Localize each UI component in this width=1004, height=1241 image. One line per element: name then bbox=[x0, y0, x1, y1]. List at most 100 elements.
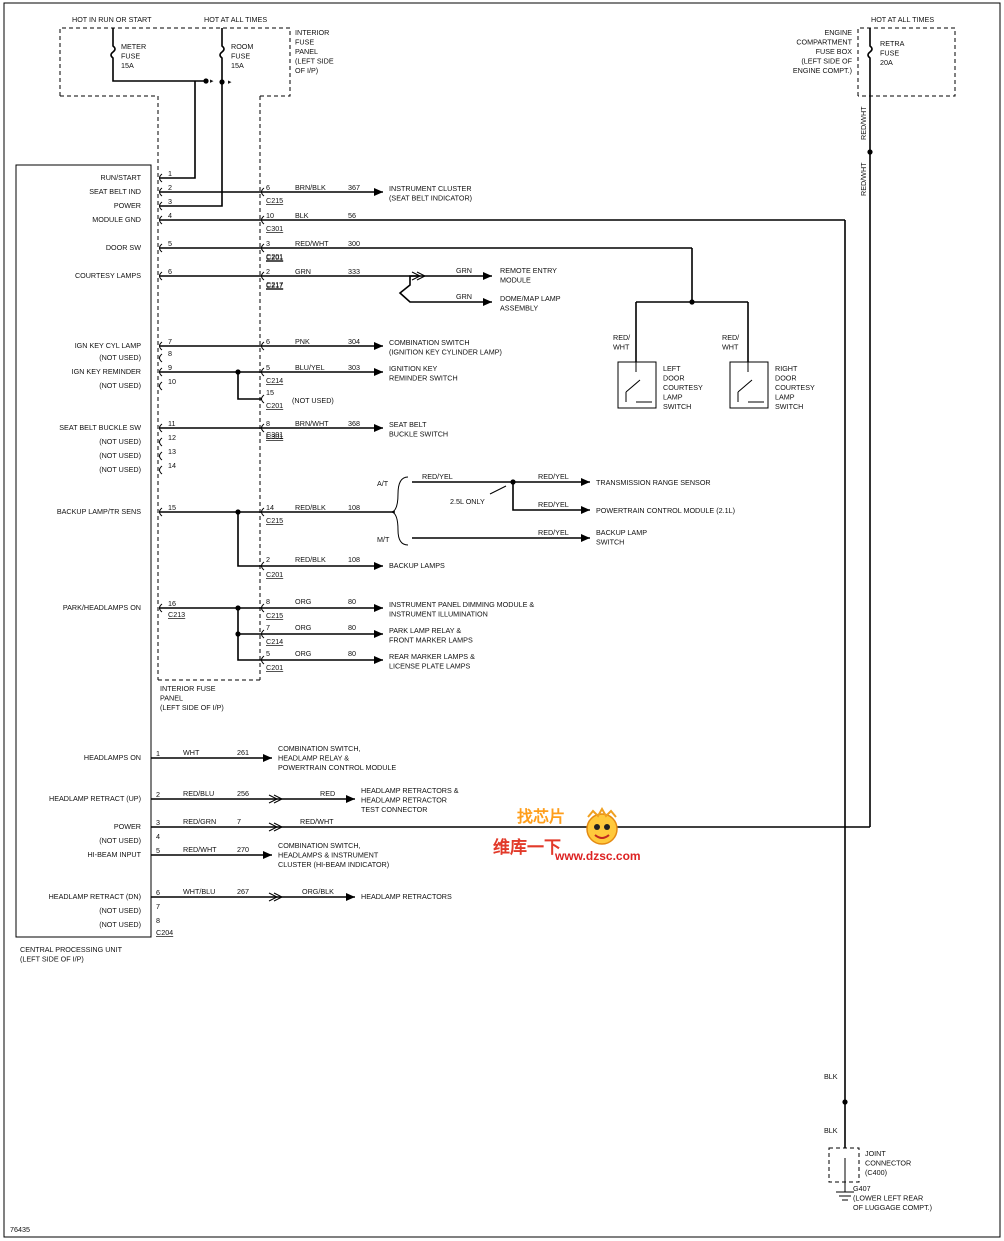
power-wire bbox=[160, 82, 223, 207]
connector-double-arrow-icon bbox=[268, 892, 279, 902]
headlamps-on-destination: HEADLAMP RELAY & bbox=[278, 754, 349, 763]
right-door-switch-label: LAMP bbox=[775, 393, 795, 402]
cpu-pin-name-4: MODULE GND bbox=[92, 215, 141, 224]
circuit-number-label: 256 bbox=[237, 789, 249, 798]
wire-color-label: ORG bbox=[295, 623, 312, 632]
circuit-number-label: 80 bbox=[348, 649, 356, 658]
cpu-pin-name-5: DOOR SW bbox=[106, 243, 141, 252]
wire-color-label: RED/WHT bbox=[300, 817, 334, 826]
wire-color-label: RED/BLK bbox=[295, 503, 326, 512]
wire-color-label: RED/YEL bbox=[422, 472, 453, 481]
arrow-icon bbox=[374, 368, 383, 376]
connector-pin-icon bbox=[261, 423, 265, 433]
hot-at-all-times-label: HOT AT ALL TIMES bbox=[204, 15, 267, 24]
cpu-pin-name-9: IGN KEY REMINDER bbox=[72, 367, 141, 376]
engine-hot-at-all-times-label: HOT AT ALL TIMES bbox=[871, 15, 934, 24]
arrow-icon bbox=[374, 188, 383, 196]
ign-reminder-branch bbox=[237, 372, 262, 400]
retra-fuse-icon bbox=[867, 40, 873, 70]
cpu-lower-pin-number-7: 7 bbox=[156, 902, 160, 911]
park-lamp-destination-label: INSTRUMENT PANEL DIMMING MODULE & bbox=[389, 600, 534, 609]
right-door-wire-color: RED/ bbox=[722, 333, 739, 342]
left-door-switch-label: LAMP bbox=[663, 393, 683, 402]
connector-id-label: C204 bbox=[156, 928, 173, 937]
circuit-number-label: 80 bbox=[348, 597, 356, 606]
room-fuse-icon bbox=[219, 40, 225, 70]
engine-fuse-box-label: (LEFT SIDE OF bbox=[801, 57, 852, 66]
headlamp-retract-up-destination: HEADLAMP RETRACTORS & bbox=[361, 786, 459, 795]
hi-beam-destination: COMBINATION SWITCH, bbox=[278, 841, 361, 850]
cpu-pin-13-icon bbox=[159, 451, 163, 461]
connector-pin-number: 5 bbox=[266, 649, 270, 658]
cpu-lower-pin-number-8: 8 bbox=[156, 916, 160, 925]
cpu-pin-number-9: 9 bbox=[168, 363, 172, 372]
cpu-pin-name-15: BACKUP LAMP/TR SENS bbox=[57, 507, 141, 516]
mt-label: M/T bbox=[377, 535, 390, 544]
connector-id-label: C213 bbox=[168, 610, 185, 619]
cpu-pin-number-10: 10 bbox=[168, 377, 176, 386]
cpu-pin-name-3: POWER bbox=[114, 201, 141, 210]
park-lamp-destination-label: FRONT MARKER LAMPS bbox=[389, 636, 473, 645]
right-door-wire-color: WHT bbox=[722, 343, 739, 352]
park-lamp-destination-label: PARK LAMP RELAY & bbox=[389, 626, 461, 635]
wire-color-label: PNK bbox=[295, 337, 310, 346]
figure-number: 76435 bbox=[10, 1225, 30, 1234]
arrow-icon bbox=[346, 893, 355, 901]
connector-pin-icon bbox=[261, 187, 265, 197]
engine-fuse-box-label: ENGINE COMPT.) bbox=[793, 66, 852, 75]
wire-color-label: RED/WHT bbox=[859, 106, 868, 140]
connector-pin-icon bbox=[261, 603, 265, 613]
cpu-pin-name-8: (NOT USED) bbox=[99, 353, 141, 362]
destination-label: SEAT BELT bbox=[389, 420, 427, 429]
splice-dot bbox=[842, 1099, 848, 1105]
connector-pin-icon bbox=[261, 243, 265, 253]
cpu-pin-2-icon bbox=[159, 187, 163, 197]
cpu-pin-3-icon bbox=[159, 201, 163, 211]
retra-fuse-label: RETRA bbox=[880, 39, 905, 48]
transmission-range-sensor-label: TRANSMISSION RANGE SENSOR bbox=[596, 478, 711, 487]
wire-color-label: BRN/WHT bbox=[295, 419, 329, 428]
destination-label: (IGNITION KEY CYLINDER LAMP) bbox=[389, 348, 502, 357]
watermark-url: www.dzsc.com bbox=[555, 849, 641, 863]
arrow-icon bbox=[263, 754, 272, 762]
connector-id-label: C201 bbox=[266, 253, 283, 262]
circuit-number-label: 80 bbox=[348, 623, 356, 632]
connector-pin-icon bbox=[261, 655, 265, 665]
backup-lamps-label: BACKUP LAMPS bbox=[389, 561, 445, 570]
cpu-lower-pin-name-8: (NOT USED) bbox=[99, 920, 141, 929]
cpu-pin-15-icon bbox=[159, 507, 163, 517]
interior-fuse-panel-label: FUSE bbox=[295, 38, 314, 47]
meter-fuse-label: METER bbox=[121, 42, 146, 51]
connector-pin-number: 10 bbox=[266, 211, 274, 220]
wire-color-label: RED/BLK bbox=[295, 555, 326, 564]
hot-in-run-label: HOT IN RUN OR START bbox=[72, 15, 152, 24]
connector-pin-icon bbox=[261, 271, 265, 281]
destination-label: BUCKLE SWITCH bbox=[389, 430, 448, 439]
joint-connector-label: CONNECTOR bbox=[865, 1159, 911, 1168]
circuit-number-label: 300 bbox=[348, 239, 360, 248]
headlamps-on-destination: POWERTRAIN CONTROL MODULE bbox=[278, 763, 396, 772]
wire-color-label: RED/WHT bbox=[859, 162, 868, 196]
retra-fuse-label: 20A bbox=[880, 58, 893, 67]
engine-fuse-box-label: COMPARTMENT bbox=[796, 38, 852, 47]
ground-g407-label: (LOWER LEFT REAR bbox=[853, 1194, 923, 1203]
interior-fuse-panel-label: PANEL bbox=[295, 47, 318, 56]
room-fuse-label: 15A bbox=[231, 61, 244, 70]
wire-color-label: ORG/BLK bbox=[302, 887, 334, 896]
wire-color-label: GRN bbox=[456, 266, 472, 275]
connector-pin-number: 3 bbox=[266, 239, 270, 248]
cpu-pin-number-4: 4 bbox=[168, 211, 172, 220]
connector-pin-number: 6 bbox=[266, 183, 270, 192]
wire-color-label: BLK bbox=[824, 1072, 838, 1081]
cpu-lower-pin-number-4: 4 bbox=[156, 832, 160, 841]
wire-color-label: RED/WHT bbox=[295, 239, 329, 248]
engine-fuse-box-label: ENGINE bbox=[824, 28, 852, 37]
arrow-icon bbox=[374, 604, 383, 612]
connector-pin-number: 6 bbox=[266, 337, 270, 346]
connector-double-arrow-icon bbox=[273, 794, 284, 804]
cpu-pin-number-14: 14 bbox=[168, 461, 176, 470]
hi-beam-destination: HEADLAMPS & INSTRUMENT bbox=[278, 851, 379, 860]
remote-entry-module-label: REMOTE ENTRY bbox=[500, 266, 557, 275]
pcm-wire bbox=[512, 482, 590, 511]
wire-color-label: BLK bbox=[295, 211, 309, 220]
